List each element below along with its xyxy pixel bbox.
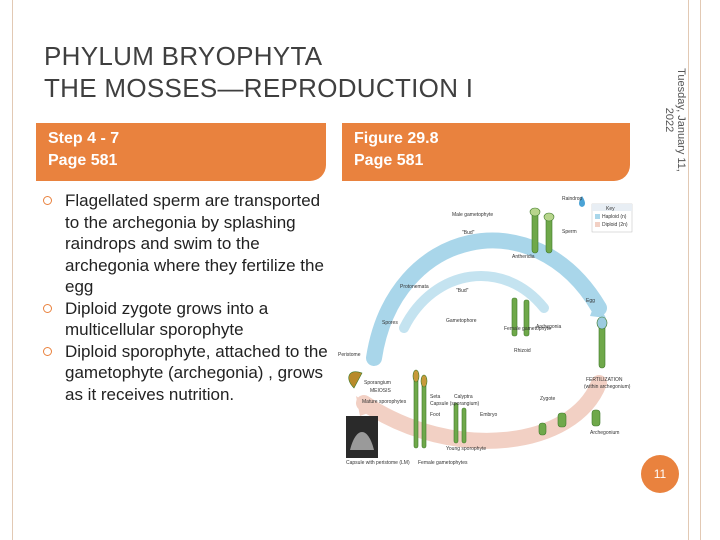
cycle-arrow-head <box>590 300 606 318</box>
bullet-text: Diploid zygote grows into a multicellula… <box>65 298 269 340</box>
label-seta: Seta <box>430 394 441 400</box>
label-within-archegonium: (within archegonium) <box>584 384 631 390</box>
label-raindrop: Raindrop <box>562 196 583 202</box>
figure-key: Key Haploid (n) Diploid (2n) <box>591 203 633 233</box>
left-header-line-1: Step 4 - 7 <box>48 130 120 147</box>
right-border-rule-1 <box>688 0 689 540</box>
label-male-gametophyte: Male gametophyte <box>452 212 493 218</box>
label-gametophore: Gametophore <box>446 318 477 324</box>
page-number-badge: 11 <box>641 455 679 493</box>
date-stamp: Tuesday, January 11, 2022 <box>663 60 687 180</box>
label-capsule: Capsule (sporangium) <box>430 401 480 407</box>
haploid-inner-arrow <box>399 271 549 333</box>
label-fertilization: FERTILIZATION <box>586 377 623 383</box>
label-sperm: Sperm <box>562 229 577 235</box>
label-meiosis: MEIOSIS <box>370 388 392 394</box>
label-antheridia: Antheridia <box>512 254 535 260</box>
key-diploid-label: Diploid (2n) <box>602 222 628 228</box>
left-header-line-2: Page 581 <box>48 152 118 169</box>
date-line-2: 2022 <box>663 107 675 133</box>
bullet-circle-icon <box>43 196 52 205</box>
bullet-circle-icon <box>43 346 52 356</box>
bullet-list: Flagellated sperm are transported to the… <box>40 190 330 405</box>
key-haploid-label: Haploid (n) <box>602 214 627 220</box>
label-egg: Egg <box>586 298 595 304</box>
label-female-gametophytes: Female gametophytes <box>418 460 468 466</box>
label-bud-1: "Bud" <box>462 230 475 236</box>
bullet-item: Diploid zygote grows into a multicellula… <box>40 298 330 341</box>
cycle-arrow-head <box>356 396 376 416</box>
label-foot: Foot <box>430 412 441 418</box>
bullet-item: Flagellated sperm are transported to the… <box>40 190 330 298</box>
moss-plant-drawings <box>348 207 608 449</box>
left-border-rule <box>12 0 13 540</box>
label-rhizoid: Rhizoid <box>514 348 531 354</box>
capsule-micrograph-detail <box>350 432 374 450</box>
label-mature-sporophytes: Mature sporophytes <box>362 399 407 405</box>
label-zygote: Zygote <box>540 396 556 402</box>
label-archegonium: Archegonium <box>590 430 619 436</box>
label-sporangium: Sporangium <box>364 380 391 386</box>
bullet-item: Diploid sporophyte, attached to the game… <box>40 341 330 406</box>
haploid-cycle-arrow <box>366 232 607 366</box>
label-bud-2: "Bud" <box>456 288 469 294</box>
label-capsule-lm: Capsule with peristome (LM) <box>346 460 410 466</box>
bullet-circle-icon <box>43 303 52 313</box>
date-line-1: Tuesday, January 11, <box>675 68 687 172</box>
label-spores: Spores <box>382 320 398 326</box>
bullet-text: Flagellated sperm are transported to the… <box>65 191 324 296</box>
label-embryo: Embryo <box>480 412 497 418</box>
raindrop-icon <box>579 196 585 207</box>
right-border-rule-2 <box>700 0 701 540</box>
diploid-cycle-arrow <box>356 375 607 449</box>
key-label: Key <box>606 206 615 212</box>
slide-title: PHYLUM BRYOPHYTA THE MOSSES—REPRODUCTION… <box>44 40 473 104</box>
left-column-header: Step 4 - 7 Page 581 <box>36 123 326 181</box>
moss-life-cycle-figure: Key Haploid (n) Diploid (2n) Raindrop Ma… <box>338 196 633 466</box>
title-line-1: PHYLUM BRYOPHYTA <box>44 41 323 71</box>
title-line-2: THE MOSSES—REPRODUCTION I <box>44 73 474 103</box>
label-female-gametophyte: Female gametophyte <box>504 326 551 332</box>
bullet-text: Diploid sporophyte, attached to the game… <box>65 341 328 404</box>
right-header-line-1: Figure 29.8 <box>354 130 439 147</box>
label-peristome: Peristome <box>338 352 361 358</box>
label-young-sporophyte: Young sporophyte <box>446 446 486 452</box>
label-protonemata: Protonemata <box>400 284 429 290</box>
right-column-header: Figure 29.8 Page 581 <box>342 123 630 181</box>
label-archegonia: Archegonia <box>536 324 562 330</box>
right-header-line-2: Page 581 <box>354 152 424 169</box>
label-calyptra: Calyptra <box>454 394 473 400</box>
